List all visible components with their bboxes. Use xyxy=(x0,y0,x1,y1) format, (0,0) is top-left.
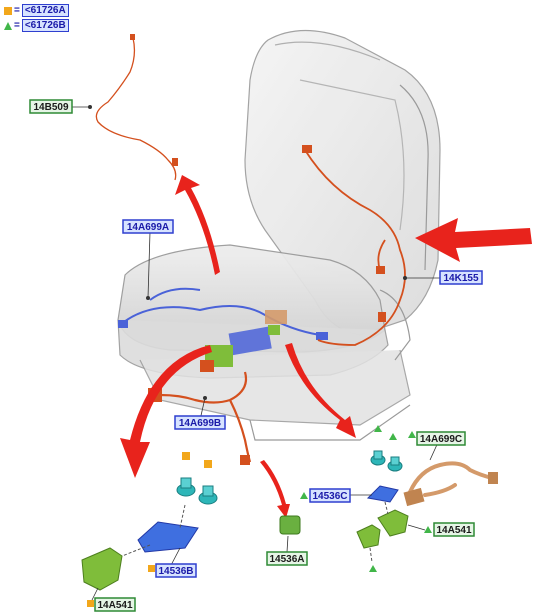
blue-harness xyxy=(119,287,321,336)
bracket-right-lower xyxy=(356,524,381,549)
harness-connector xyxy=(240,455,250,465)
wire-14b509 xyxy=(95,37,177,181)
harness-c-connector xyxy=(403,487,425,507)
label-14536c: 14536C xyxy=(300,488,351,503)
fasteners-right xyxy=(370,450,403,472)
seat-top-edge xyxy=(274,41,381,61)
label-14a699c: 14A699C xyxy=(408,431,466,446)
svg-text:14A699B: 14A699B xyxy=(179,418,221,429)
label-14a699b: 14A699B xyxy=(174,415,226,430)
legend-equals: = xyxy=(14,20,20,31)
seat-recliner xyxy=(379,289,411,361)
svg-text:14536A: 14536A xyxy=(269,554,304,565)
square-marker-icon xyxy=(182,452,190,460)
triangle-marker-icon xyxy=(4,21,12,30)
svg-text:14536C: 14536C xyxy=(312,491,347,502)
arrow-down-right xyxy=(285,343,356,438)
square-marker-icon xyxy=(204,460,212,468)
dash-line xyxy=(179,504,186,529)
orange-connector xyxy=(376,266,385,274)
triangle-marker-icon xyxy=(369,565,377,572)
triangle-marker-icon xyxy=(374,425,382,432)
orange-connector xyxy=(378,312,386,322)
fasteners-left xyxy=(176,477,218,505)
arrow-up xyxy=(175,175,220,275)
leader-dot xyxy=(203,396,207,400)
bracket-left xyxy=(81,547,123,591)
label-14a699a: 14A699A xyxy=(122,219,174,234)
square-marker-icon xyxy=(4,6,12,15)
seat-base-rail xyxy=(249,404,411,441)
leader-dot xyxy=(146,296,150,300)
bracket-right-upper xyxy=(377,509,409,537)
label-14536a: 14536A xyxy=(266,551,308,566)
red-arrows xyxy=(120,175,532,518)
arrow-small xyxy=(260,460,290,518)
legend-row-triangle: = <61726B xyxy=(4,19,69,32)
blue-connector xyxy=(316,332,328,340)
leader-dot xyxy=(403,276,407,280)
arrow-down-left xyxy=(120,345,212,478)
wire-end-connector xyxy=(172,158,178,166)
seat-module-cluster xyxy=(200,310,287,372)
svg-text:14A541: 14A541 xyxy=(436,525,471,536)
leader-dot xyxy=(88,105,92,109)
seat-backrest-panel xyxy=(299,79,405,231)
dash-line xyxy=(369,547,373,563)
harness-14a699c xyxy=(408,461,494,497)
svg-text:14536B: 14536B xyxy=(158,566,193,577)
svg-text:14A541: 14A541 xyxy=(97,600,132,611)
orange-connector xyxy=(302,145,312,153)
arrow-left-pointing xyxy=(415,218,532,262)
dash-line xyxy=(384,501,389,515)
legend-equals: = xyxy=(14,5,20,16)
label-14a541-left: 14A541 xyxy=(87,597,136,612)
svg-text:14K155: 14K155 xyxy=(443,273,478,284)
wire-end-connector xyxy=(130,34,135,40)
legend-code: <61726A xyxy=(21,4,69,17)
triangle-marker-icon xyxy=(389,433,397,440)
label-14536b: 14536B xyxy=(148,563,197,578)
svg-text:14A699A: 14A699A xyxy=(127,222,169,233)
seat-backrest-side xyxy=(399,84,429,271)
dash-line xyxy=(111,544,151,561)
svg-text:14B509: 14B509 xyxy=(33,102,68,113)
harness-c-connector xyxy=(488,472,498,484)
module-14536a xyxy=(279,515,301,535)
legend-row-square: = <61726A xyxy=(4,4,69,17)
label-14b509: 14B509 xyxy=(29,99,73,114)
svg-text:14A699C: 14A699C xyxy=(420,434,462,445)
module-14536c-plate xyxy=(366,485,399,503)
label-14a541-right: 14A541 xyxy=(424,522,475,537)
module-14536b-plate xyxy=(137,521,199,553)
label-14k155: 14K155 xyxy=(439,270,483,285)
legend-code: <61726B xyxy=(21,19,69,32)
blue-connector xyxy=(118,320,128,328)
